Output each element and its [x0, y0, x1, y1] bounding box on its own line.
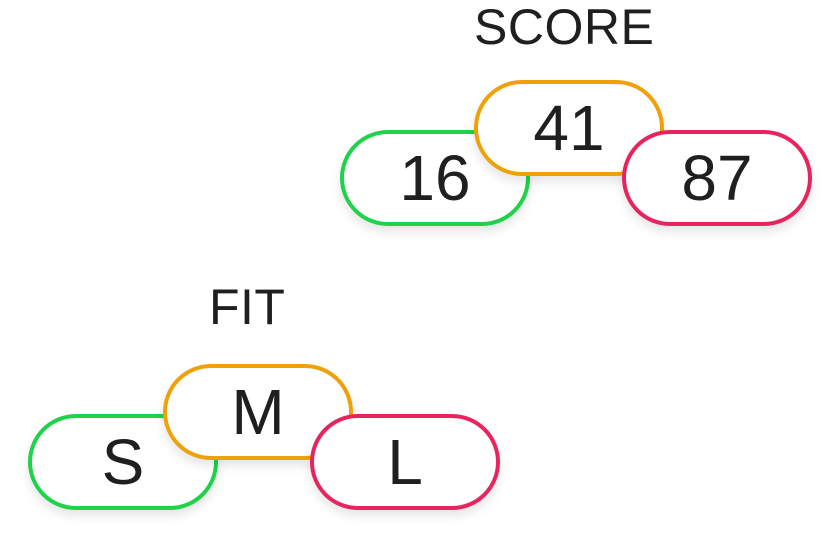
- score-title: SCORE: [474, 0, 655, 55]
- fit-large-pill[interactable]: L: [310, 414, 500, 510]
- fit-medium-pill[interactable]: M: [163, 364, 353, 460]
- fit-title: FIT: [209, 279, 286, 335]
- score-high-pill[interactable]: 87: [622, 130, 812, 226]
